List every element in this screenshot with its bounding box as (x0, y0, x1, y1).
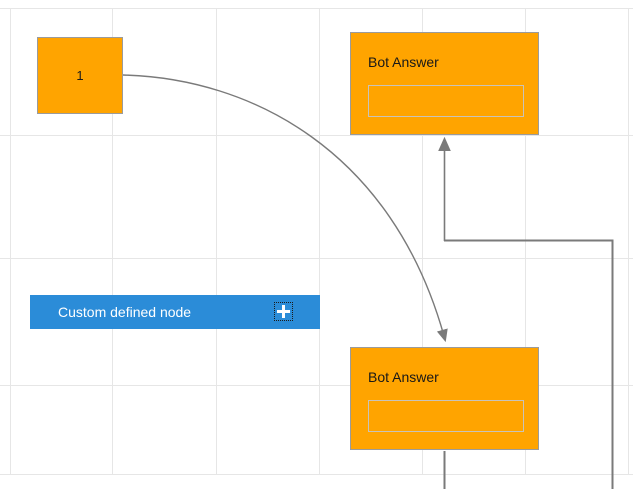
plus-icon-vertical-stroke (282, 305, 285, 318)
custom-defined-node-label: Custom defined node (58, 304, 192, 320)
edge-return-run[interactable] (444, 239, 614, 489)
node-bot-answer-bottom[interactable]: Bot Answer (350, 347, 539, 450)
node-title: Bot Answer (368, 369, 439, 385)
node-bot-answer-top[interactable]: Bot Answer (350, 32, 539, 135)
edge-node1-to-bot-answer-bottom[interactable] (122, 74, 448, 343)
plus-icon[interactable] (274, 302, 293, 321)
node-answer-slot[interactable] (368, 400, 524, 432)
node-answer-slot[interactable] (368, 85, 524, 117)
node-square-1[interactable]: 1 (37, 37, 123, 114)
custom-defined-node-bar[interactable]: Custom defined node (30, 295, 320, 329)
node-index-label: 1 (76, 68, 84, 83)
node-title: Bot Answer (368, 54, 439, 70)
